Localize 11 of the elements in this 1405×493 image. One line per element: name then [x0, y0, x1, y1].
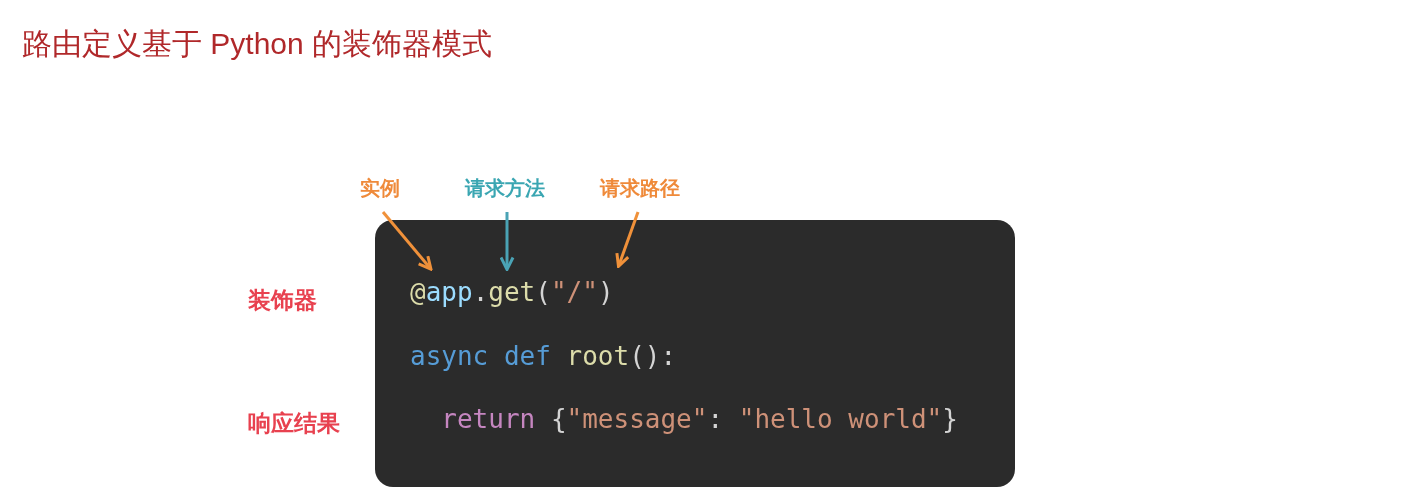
annotation-label: 实例	[340, 175, 420, 202]
diagram-title: 路由定义基于 Python 的装饰器模式	[22, 26, 493, 62]
code-line: return {"message": "hello world"}	[440, 403, 958, 435]
annotation-label: 请求方法	[455, 175, 555, 202]
annotation-label: 请求路径	[590, 175, 690, 202]
code-panel	[375, 220, 1015, 487]
code-line: @app.get("/")	[410, 276, 614, 308]
side-label: 装饰器	[248, 286, 317, 315]
code-line: async def root():	[410, 340, 677, 372]
leader-arrow	[499, 212, 515, 271]
side-label: 响应结果	[248, 409, 340, 438]
